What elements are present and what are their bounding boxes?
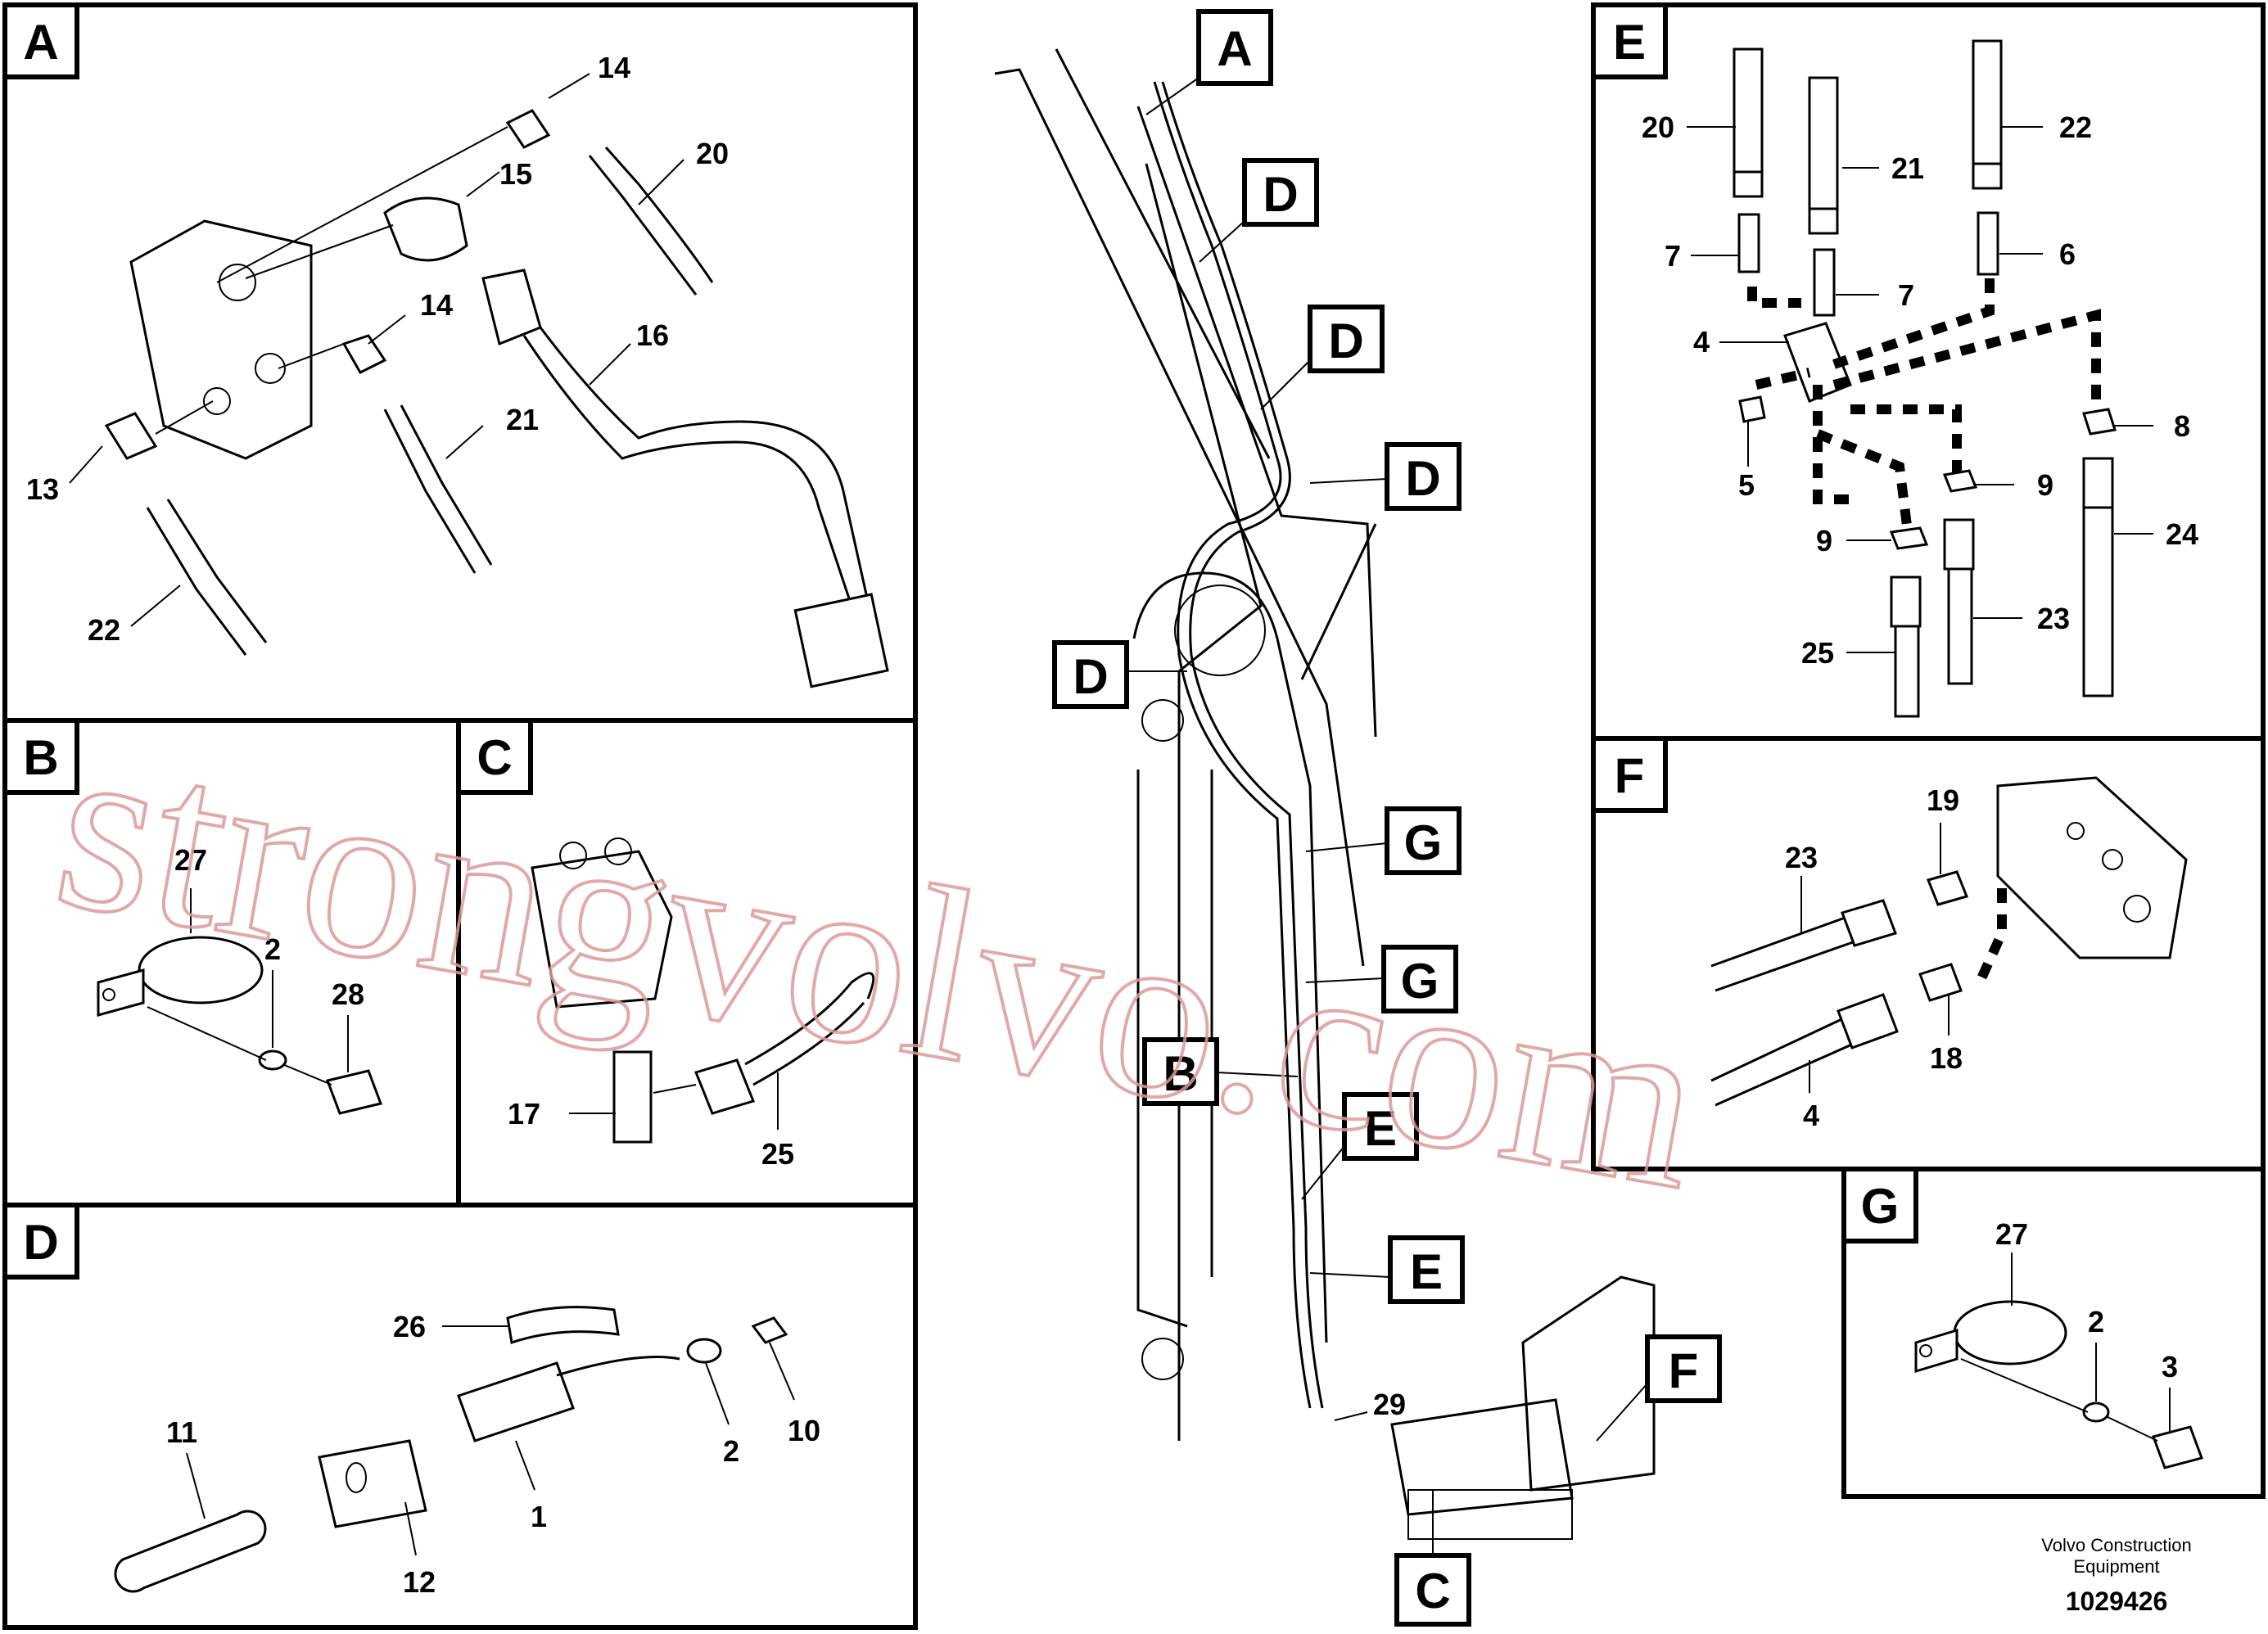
callout-e-7-right: 7: [1898, 278, 1914, 312]
callout-a-16: 16: [636, 318, 669, 352]
callout-e-5: 5: [1738, 468, 1755, 502]
view-label-c: C: [477, 730, 512, 785]
main-label-g-1: G: [1404, 815, 1443, 870]
main-label-g-2: G: [1401, 954, 1439, 1009]
view-label-f: F: [1615, 748, 1645, 803]
panel-c: C 17 25: [456, 718, 918, 1207]
callout-f-4: 4: [1803, 1099, 1819, 1132]
callout-d-10: 10: [788, 1414, 820, 1447]
document-number: 1029426: [2066, 1587, 2168, 1616]
view-label-e: E: [1613, 15, 1646, 70]
callout-d-11: 11: [166, 1415, 197, 1449]
watermark: strongvolvo.com: [40, 685, 1720, 1241]
callout-e-22: 22: [2059, 111, 2092, 144]
callout-b-2: 2: [264, 932, 281, 966]
callout-e-25: 25: [1801, 636, 1834, 670]
callout-e-7-left: 7: [1665, 239, 1681, 273]
main-view: A D D D D G G B E E F: [994, 9, 1722, 1627]
callout-e-9-right: 9: [2037, 468, 2053, 502]
callout-f-23: 23: [1785, 841, 1818, 874]
panel-e: E 20 21 22 7 7: [1591, 2, 2266, 741]
callout-e-20: 20: [1642, 111, 1674, 144]
callout-e-24: 24: [2166, 517, 2198, 551]
main-label-a: A: [1217, 21, 1252, 76]
view-label-d: D: [23, 1215, 58, 1270]
callout-a-15: 15: [499, 157, 532, 191]
callout-a-14-mid: 14: [420, 288, 453, 322]
callout-a-14-top: 14: [598, 51, 630, 84]
main-label-e-1: E: [1364, 1101, 1397, 1156]
main-label-d-2: D: [1328, 314, 1363, 368]
callout-a-20: 20: [696, 137, 729, 170]
view-label-a: A: [23, 15, 58, 70]
callout-e-23: 23: [2037, 602, 2070, 635]
callout-c-17: 17: [508, 1097, 540, 1131]
main-label-c: C: [1415, 1564, 1450, 1618]
callout-d-26: 26: [393, 1310, 426, 1343]
main-label-d-1: D: [1263, 167, 1298, 222]
main-label-d-4: D: [1073, 649, 1108, 704]
callout-c-25: 25: [761, 1137, 794, 1171]
callout-a-21: 21: [506, 403, 539, 436]
callout-f-19: 19: [1927, 783, 1959, 817]
panel-a: A 14 20 15 14: [2, 2, 918, 723]
callout-b-27: 27: [174, 843, 207, 877]
view-label-g: G: [1861, 1179, 1900, 1234]
callout-e-9-left: 9: [1816, 524, 1832, 557]
main-label-d-3: D: [1405, 451, 1440, 506]
callout-d-1: 1: [531, 1500, 547, 1533]
callout-a-13: 13: [26, 472, 59, 506]
callout-e-6: 6: [2059, 237, 2076, 271]
callout-e-8: 8: [2174, 409, 2190, 443]
callout-g-3: 3: [2162, 1350, 2178, 1383]
callout-b-28: 28: [332, 977, 364, 1011]
callout-d-12: 12: [403, 1565, 436, 1599]
callout-d-2: 2: [723, 1434, 739, 1468]
callout-e-21: 21: [1891, 151, 1924, 185]
callout-group-a: 14 20 15 14 16 21 13 22: [26, 51, 729, 647]
callout-a-22: 22: [88, 613, 120, 647]
panel-g: G 27 2 3: [1841, 1167, 2266, 1499]
callout-g-2: 2: [2088, 1305, 2104, 1338]
callout-main-29: 29: [1373, 1388, 1406, 1421]
main-label-e-2: E: [1410, 1244, 1443, 1299]
callout-g-27: 27: [1995, 1217, 2028, 1251]
main-label-b: B: [1163, 1046, 1198, 1101]
credit-line-2: Equipment: [2073, 1556, 2159, 1577]
panel-d: D 26 11 12 1 2 10: [2, 1203, 918, 1630]
panel-f: F 19 23 18 4: [1591, 736, 2266, 1171]
view-label-b: B: [23, 730, 58, 785]
callout-f-18: 18: [1930, 1041, 1963, 1075]
credit-line-1: Volvo Construction: [2041, 1535, 2191, 1555]
callout-e-4: 4: [1693, 325, 1710, 359]
main-label-f: F: [1669, 1343, 1699, 1398]
